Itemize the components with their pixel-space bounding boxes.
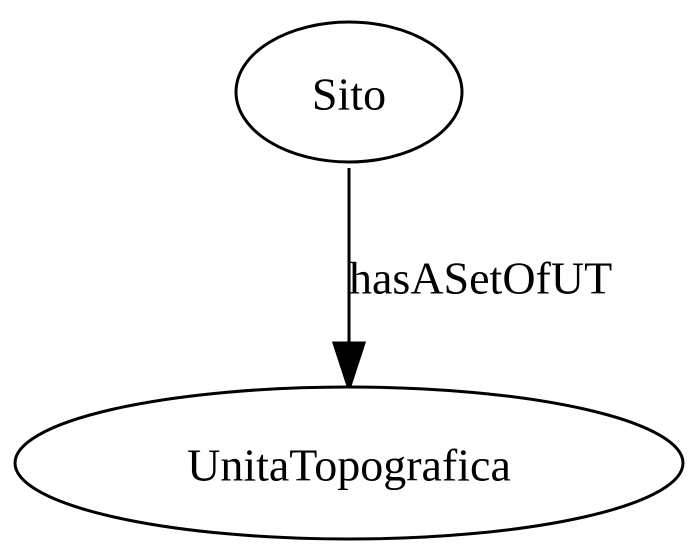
node-unita-topografica-ellipse: [13, 385, 685, 541]
arrowhead-icon: [331, 341, 367, 394]
node-sito: Sito: [234, 20, 464, 164]
node-sito-label: Sito: [312, 69, 386, 120]
node-unita-topografica: UnitaTopografica: [13, 385, 685, 541]
node-unita-topografica-label: UnitaTopografica: [187, 440, 511, 491]
edge-hasasetofut: hasASetOfUT: [331, 168, 612, 394]
node-sito-ellipse: [234, 20, 464, 164]
edge-label: hasASetOfUT: [349, 253, 612, 304]
